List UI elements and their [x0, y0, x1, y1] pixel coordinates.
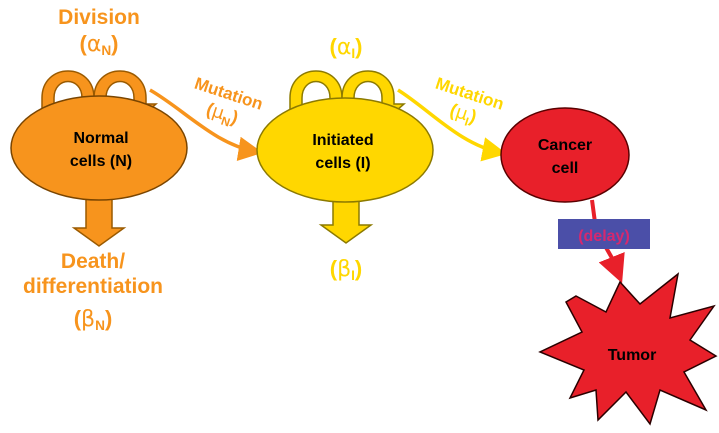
tumor-node: [538, 272, 718, 426]
mutation-label-2: Mutation (μI): [433, 74, 506, 131]
initiated-label-line2: cells (I): [315, 155, 370, 172]
delay-box: [558, 219, 650, 249]
svg-text:Mutation: Mutation: [192, 74, 265, 114]
death-rate: (βN): [73, 305, 113, 333]
cancer-label-line2: cell: [552, 160, 579, 177]
tumor-label: Tumor: [608, 347, 657, 364]
normal-division-label: Division (αN): [40, 6, 158, 59]
division-rate: (αN): [79, 30, 119, 58]
cancer-label-line1: Cancer: [538, 137, 592, 154]
delay-label: (delay): [578, 228, 630, 245]
svg-text:Mutation: Mutation: [433, 74, 506, 114]
normal-label-line1: Normal: [73, 130, 128, 147]
initiated-cells-node: [256, 97, 434, 203]
svg-text:(μI): (μI): [446, 100, 479, 131]
initiated-division-rate: (αI): [329, 34, 363, 61]
mutation-arrow-1: [149, 88, 263, 161]
initiated-label-line1: Initiated: [312, 132, 373, 149]
normal-death-label: Death/ differentiation (βN): [0, 250, 186, 333]
division-text: Division: [58, 6, 140, 29]
svg-text:(μN): (μN): [203, 99, 241, 132]
mutation-label-1: Mutation (μN): [192, 74, 265, 132]
cancer-cell-node: [500, 107, 630, 203]
normal-cells-node: [10, 95, 188, 201]
death-text-line2: differentiation: [23, 274, 163, 298]
mutation-arrow-2: [397, 88, 507, 162]
normal-label-line2: cells (N): [70, 153, 132, 170]
initiated-death-rate: (βI): [329, 256, 363, 283]
death-text-line1: Death/: [60, 250, 126, 273]
